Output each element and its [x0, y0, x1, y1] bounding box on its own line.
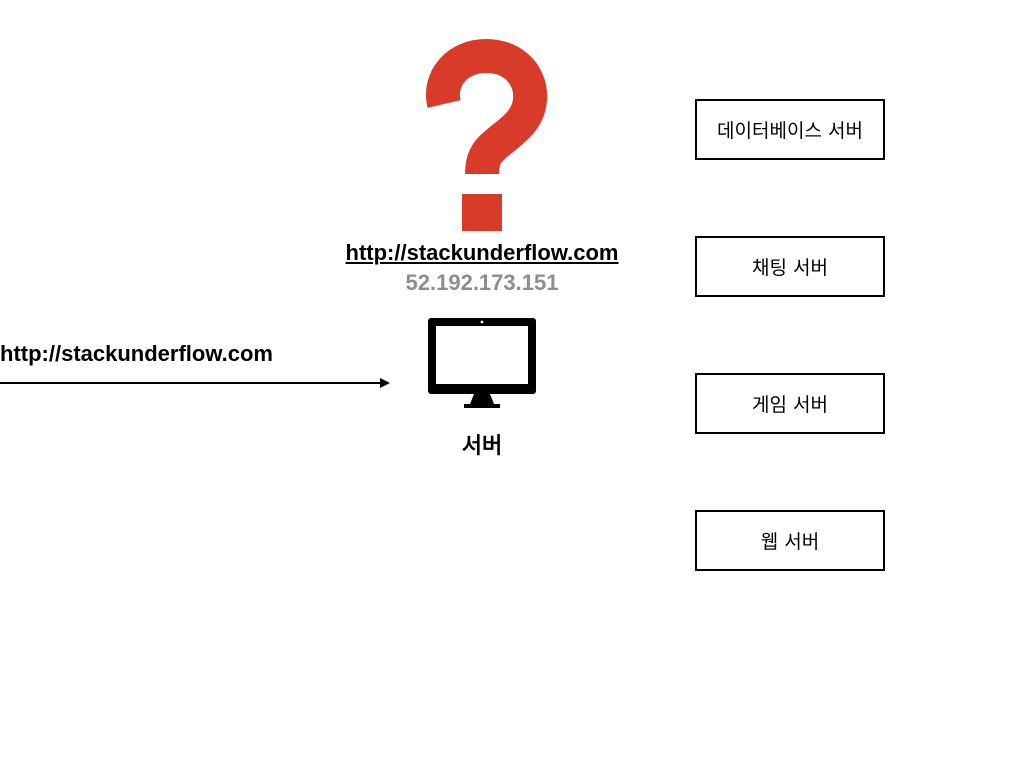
monitor-icon — [428, 318, 536, 408]
database-server-box: 데이터베이스 서버 — [695, 99, 885, 160]
arrow-right-icon — [0, 378, 390, 388]
request-url-label: http://stackunderflow.com — [0, 341, 273, 366]
monitor-stand — [470, 394, 494, 404]
chat-server-box: 채팅 서버 — [695, 236, 885, 297]
ip-address-text: 52.192.173.151 — [405, 270, 559, 295]
game-server-box: 게임 서버 — [695, 373, 885, 434]
web-server-box: 웹 서버 — [695, 510, 885, 571]
question-mark-dot — [462, 194, 502, 231]
monitor-base — [464, 404, 500, 408]
arrow-head — [380, 378, 390, 388]
monitor-screen — [436, 326, 528, 384]
domain-url-link[interactable]: http://stackunderflow.com — [345, 240, 619, 265]
monitor-camera — [480, 320, 484, 324]
server-label: 서버 — [461, 434, 503, 459]
question-mark-icon — [425, 39, 548, 231]
question-mark-hook — [425, 39, 548, 175]
